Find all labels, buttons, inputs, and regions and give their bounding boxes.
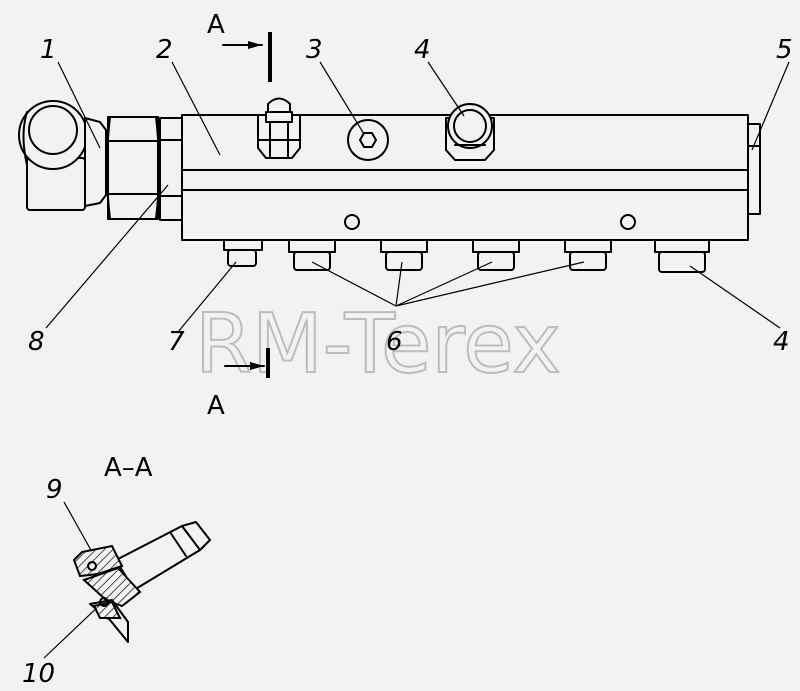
section-arrow-top: A: [207, 10, 272, 82]
callout-3: 3: [306, 35, 323, 65]
callout-10: 10: [22, 659, 55, 689]
callout-6: 6: [386, 327, 403, 357]
elbow-fitting: [18, 100, 107, 211]
section-mark-top-label: A: [207, 10, 225, 40]
top-port-fitting: [445, 103, 495, 161]
callout-5: 5: [776, 35, 793, 65]
outlet-fitting-c: [472, 239, 520, 271]
callout-4-top: 4: [414, 35, 431, 65]
section-mark-bottom-label: A: [207, 391, 225, 421]
hex-socket-plug: [347, 119, 389, 161]
section-title: A–A: [104, 453, 153, 483]
end-plug: [747, 123, 761, 215]
section-view-a-a: A–A: [72, 453, 211, 643]
callout-7: 7: [168, 327, 185, 357]
outlet-fitting-e: [654, 239, 710, 273]
outlet-fitting-d: [564, 239, 612, 271]
outlet-fitting-a: [288, 239, 336, 271]
callout-8: 8: [28, 327, 45, 357]
callout-2: 2: [156, 35, 173, 65]
adapter-fitting: [159, 117, 183, 221]
callout-numbers: 1 2 3 4 5 4 6 7 8 9 10: [22, 35, 793, 689]
outlet-fitting-7: [223, 239, 263, 267]
leader-lines: [43, 61, 790, 659]
callout-1: 1: [40, 35, 57, 65]
callout-9: 9: [46, 475, 63, 505]
section-arrow-bottom: A: [207, 348, 270, 421]
outlet-fitting-b: [380, 239, 428, 271]
grease-nipple: [257, 97, 301, 159]
union-nut: [106, 116, 160, 220]
callout-4-bottom: 4: [773, 327, 790, 357]
watermark-text: RM-Terex: [195, 297, 561, 392]
